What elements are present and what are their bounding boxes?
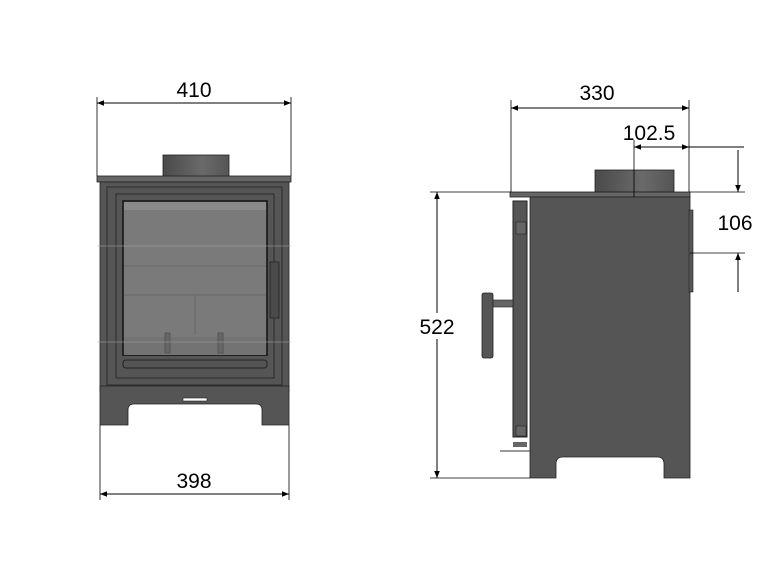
grate-bar-left bbox=[164, 332, 171, 354]
flue-offset-label: 102.5 bbox=[623, 122, 676, 145]
hinge-top bbox=[515, 221, 527, 235]
dimension-flue-offset: 102.5 bbox=[623, 122, 744, 197]
plinth bbox=[99, 385, 290, 426]
hinge-bottom bbox=[515, 425, 527, 437]
top-plate-side bbox=[509, 191, 691, 198]
door-handle bbox=[269, 261, 280, 319]
side-view bbox=[481, 169, 694, 479]
door-side bbox=[512, 200, 528, 438]
ash-lip bbox=[513, 442, 527, 447]
depth-label: 330 bbox=[579, 82, 614, 105]
flue-collar-side bbox=[594, 169, 675, 193]
dimension-width-bottom: 398 bbox=[99, 425, 290, 500]
width-bottom-label: 398 bbox=[176, 470, 211, 493]
rear-offset-label: 106 bbox=[717, 212, 752, 235]
grate-bar-right bbox=[217, 332, 224, 354]
airwash-bar bbox=[122, 359, 268, 369]
ash-vent bbox=[182, 397, 208, 402]
handle-grip bbox=[481, 292, 494, 359]
dimension-width-top: 410 bbox=[96, 79, 292, 176]
flue-collar bbox=[162, 154, 230, 178]
side-body bbox=[529, 196, 691, 479]
top-plate bbox=[96, 175, 292, 183]
handle-stem bbox=[490, 299, 514, 308]
dimension-depth: 330 bbox=[510, 82, 690, 192]
front-view bbox=[96, 154, 292, 426]
glass-top-band bbox=[124, 202, 266, 210]
height-label: 522 bbox=[419, 316, 454, 339]
width-top-label: 410 bbox=[176, 79, 211, 102]
grate bbox=[124, 337, 266, 355]
dimension-height: 522 bbox=[414, 191, 530, 479]
rear-outlet bbox=[688, 209, 694, 293]
height-label-bg bbox=[414, 313, 460, 339]
dimension-rear-offset: 106 bbox=[690, 150, 753, 292]
